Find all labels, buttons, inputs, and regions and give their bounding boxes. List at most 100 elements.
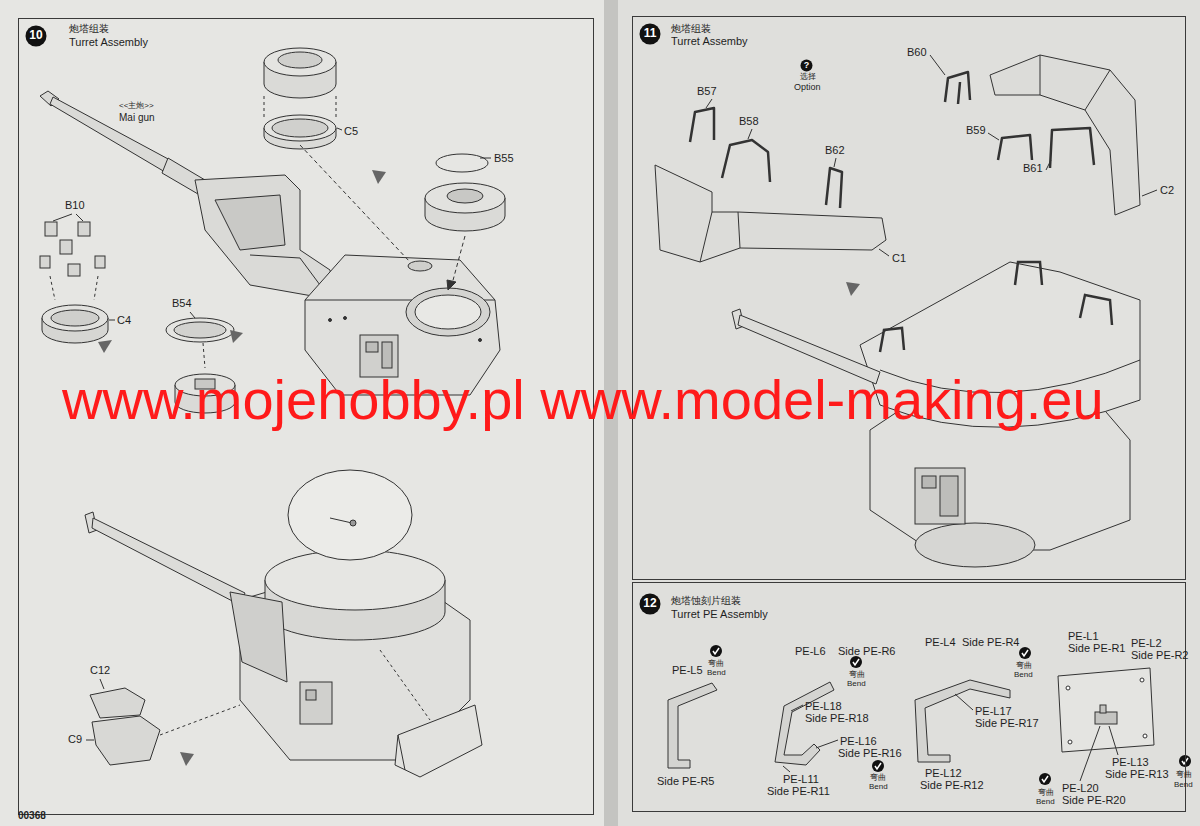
pe-part-label: Side PE-R12 xyxy=(920,779,984,792)
bend-note: 弯曲 xyxy=(1176,770,1192,779)
turret-assembled xyxy=(1015,262,1042,285)
part-number: C2 xyxy=(1160,184,1174,197)
part-number: B55 xyxy=(494,152,514,165)
leader-line xyxy=(1109,726,1118,755)
part-number: B62 xyxy=(825,144,845,157)
assembly-arrow xyxy=(846,282,860,296)
assembly-arrow xyxy=(846,282,860,296)
pe-part-label: Side PE-R17 xyxy=(975,717,1039,730)
pe-part xyxy=(1058,668,1154,752)
cupola-c5 xyxy=(264,96,265,118)
option-note: 选择 xyxy=(800,72,816,81)
bend-icon xyxy=(1039,773,1051,785)
parts-b10-c4 xyxy=(94,276,98,300)
leader-line xyxy=(1046,160,1051,170)
shield-c2 xyxy=(1085,70,1110,110)
part-number: C9 xyxy=(68,733,82,746)
hatch-b55 xyxy=(425,154,505,290)
bend-note: Bend xyxy=(1174,780,1193,789)
part-number: C5 xyxy=(344,125,358,138)
turret-assembled xyxy=(230,592,287,682)
turret-body xyxy=(406,288,490,336)
main-gun xyxy=(250,255,320,285)
pe-part-label: PE-L20 xyxy=(1062,782,1099,795)
parts-b10-c4 xyxy=(95,256,105,268)
bend-icon xyxy=(872,760,884,772)
bracket-parts xyxy=(826,168,842,208)
parts-b10-c4 xyxy=(68,264,80,276)
parts-b54 xyxy=(190,312,195,318)
turret-assembled xyxy=(1080,295,1112,325)
shield-c1 xyxy=(700,212,712,262)
step-number: 11 xyxy=(639,23,661,45)
turret-assembled xyxy=(398,735,405,770)
cupola-c5 xyxy=(272,119,328,137)
shield-c2 xyxy=(990,55,1140,215)
bend-icon xyxy=(710,645,722,657)
part-number: B59 xyxy=(966,124,986,137)
bend-note: 弯曲 xyxy=(870,773,886,782)
bracket-parts xyxy=(1050,128,1094,168)
step-number-text: 10 xyxy=(29,29,42,43)
step-number-text: 11 xyxy=(644,27,657,41)
bend-icon xyxy=(710,645,1191,785)
pe-part-label: PE-L11 xyxy=(783,773,819,786)
assembly-arrow xyxy=(98,340,112,353)
leader-line xyxy=(955,694,973,710)
turret-body xyxy=(329,319,332,322)
part-number: C12 xyxy=(90,664,110,677)
pe-part-label: PE-L1 xyxy=(1068,630,1099,643)
turret-body xyxy=(382,342,392,368)
parts-b10-c4 xyxy=(78,222,90,236)
parts-c12-c9 xyxy=(86,679,240,765)
shield-c2 xyxy=(1040,55,1041,95)
heading-cn: 炮塔蚀刻片组装 xyxy=(671,595,741,607)
part-number: C1 xyxy=(892,252,906,265)
pe-part-label: PE-L12 xyxy=(925,767,962,780)
bend-icon xyxy=(1179,755,1191,767)
leader-line xyxy=(834,158,836,167)
main-gun xyxy=(50,97,170,172)
parts-c12-c9 xyxy=(86,740,94,741)
pe-part-label: Side PE-R6 xyxy=(838,645,895,658)
turret-body xyxy=(415,295,481,329)
turret-assembled xyxy=(915,468,965,524)
bracket-parts xyxy=(690,108,714,142)
parts-b10-c4 xyxy=(53,214,72,221)
bracket-parts xyxy=(998,135,1032,160)
cupola-c5 xyxy=(337,128,342,130)
parts-b10-c4 xyxy=(45,222,57,236)
bend-icon xyxy=(875,763,881,769)
pe-part-label: PE-L2 xyxy=(1131,637,1162,650)
bend-note: Bend xyxy=(869,782,888,791)
part-number: B61 xyxy=(1023,162,1043,175)
cupola-c5 xyxy=(278,52,322,68)
pe-part xyxy=(1140,678,1144,682)
pe-part-label: PE-L17 xyxy=(975,705,1012,718)
turret-assembled xyxy=(940,476,958,516)
pe-part xyxy=(668,668,1154,768)
assembly-arrow xyxy=(372,170,386,184)
pe-part-label: Side PE-R18 xyxy=(805,712,869,725)
turret-assembled xyxy=(880,328,904,352)
bend-icon xyxy=(713,648,719,654)
bend-icon xyxy=(850,656,862,668)
parts-b10-c4 xyxy=(60,240,72,254)
pe-part-label: PE-L16 xyxy=(840,735,877,748)
bend-icon xyxy=(1179,755,1191,767)
leader-line xyxy=(783,766,790,772)
part-number: C4 xyxy=(117,314,131,327)
turret-assembled xyxy=(380,650,430,720)
assembly-arrow xyxy=(180,752,194,766)
pe-part xyxy=(668,683,717,768)
part-number: B10 xyxy=(65,199,85,212)
pe-part-label: PE-L5 xyxy=(672,664,703,677)
parts-b10-c4 xyxy=(42,305,108,331)
leader-line xyxy=(930,55,945,75)
parts-b10-c4 xyxy=(40,256,50,268)
part-number: B58 xyxy=(739,115,759,128)
cupola-c5 xyxy=(264,48,410,262)
bend-note: Bend xyxy=(707,668,726,677)
turret-assembled xyxy=(92,518,245,605)
